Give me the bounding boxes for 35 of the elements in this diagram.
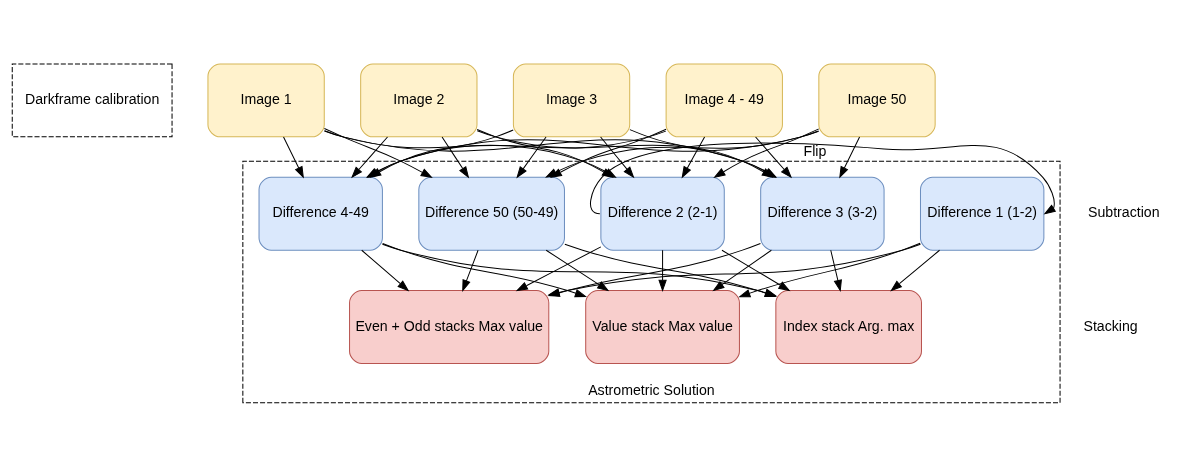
arrow <box>839 136 861 179</box>
arrow <box>361 249 410 292</box>
node-box: Image 50 <box>818 63 936 138</box>
arrow <box>681 136 706 179</box>
node-box: Even + Odd stacks Max value <box>349 290 550 364</box>
node-box: Image 4 - 49 <box>665 63 783 138</box>
arrow <box>462 249 479 292</box>
node-box: Difference 4-49 <box>258 176 383 251</box>
node-box: Darkframe calibration <box>11 63 173 138</box>
label: Subtraction <box>1088 204 1160 221</box>
node-box: Difference 1 (1-2) <box>919 176 1045 251</box>
node-box: Image 3 <box>512 63 631 138</box>
arrow <box>382 242 587 298</box>
arrow <box>545 249 610 292</box>
arrow <box>721 249 791 292</box>
node-box: Value stack Max value <box>585 290 740 364</box>
node-box: Index stack Arg. max <box>775 290 922 364</box>
arrow <box>830 249 842 292</box>
arrow <box>515 246 602 292</box>
node-box: Difference 50 (50-49) <box>418 176 565 251</box>
node-box: Difference 3 (3-2) <box>760 176 885 251</box>
label: Stacking <box>1083 317 1138 334</box>
edge-label: Flip <box>803 143 827 160</box>
arrow <box>516 136 547 179</box>
arrow <box>283 136 304 179</box>
arrow <box>658 249 667 292</box>
arrow <box>890 249 941 292</box>
arrow <box>441 136 470 179</box>
arrow <box>629 129 774 178</box>
arrow <box>547 243 761 297</box>
node-box: Image 2 <box>360 63 478 138</box>
node-box: Difference 2 (2-1) <box>600 176 725 251</box>
arrow <box>712 249 772 292</box>
arrow <box>589 142 1057 215</box>
node-box: Image 1 <box>207 63 325 138</box>
